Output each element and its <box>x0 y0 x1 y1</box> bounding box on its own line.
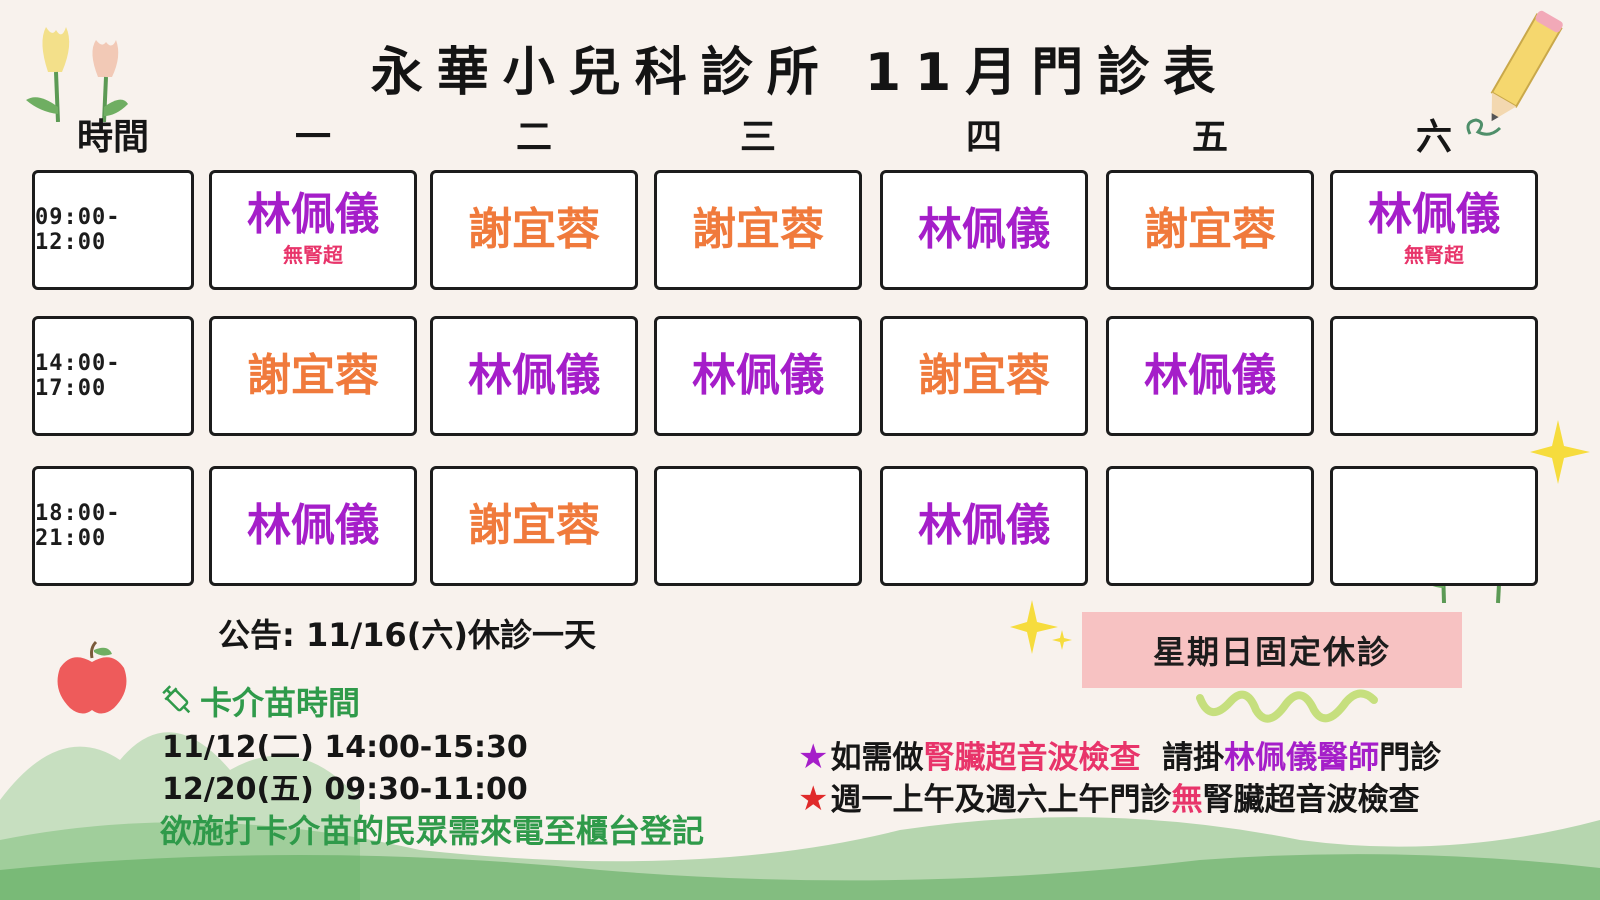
star-icon: ★ <box>798 737 829 777</box>
doctor-name: 謝宜蓉 <box>468 500 600 551</box>
doctor-name: 謝宜蓉 <box>468 204 600 255</box>
time-column-header: 時間 <box>76 117 149 158</box>
holiday-notice: 公告: 11/16(六)休診一天 <box>218 616 596 654</box>
no-ultrasound-note: 無腎超 <box>283 242 343 267</box>
schedule-cell: 謝宜蓉 <box>880 316 1088 436</box>
doctor-name: 林佩儀 <box>468 350 600 401</box>
page-title: 永華小兒科診所 11月門診表 <box>370 43 1230 103</box>
day-header-wed: 三 <box>739 117 776 158</box>
note-text: 腎臟超音波檢查 <box>923 740 1141 776</box>
squiggle-decoration <box>1196 689 1378 723</box>
schedule-cell: 林佩儀 <box>880 170 1088 290</box>
note-text: 門診 <box>1379 740 1442 776</box>
no-ultrasound-note: 無腎超 <box>1404 242 1464 267</box>
doctor-name: 林佩儀 <box>1368 188 1500 240</box>
note-text: 林佩儀醫師 <box>1224 740 1380 776</box>
time-slot-cell: 09:00-12:00 <box>32 170 194 290</box>
note-text: 腎臟超音波檢查 <box>1202 782 1420 818</box>
doctor-name: 林佩儀 <box>247 188 379 240</box>
star-icon: ★ <box>798 779 829 819</box>
sparkle-icon <box>1010 600 1072 654</box>
vaccine-title: 卡介苗時間 <box>160 678 360 724</box>
doctor-name: 謝宜蓉 <box>1144 204 1276 255</box>
schedule-cell: 林佩儀 <box>430 316 638 436</box>
vaccine-title-text: 卡介苗時間 <box>200 684 361 722</box>
time-slot-cell: 14:00-17:00 <box>32 316 194 436</box>
ultrasound-note-line: ★週一上午及週六上午門診無腎臟超音波檢查 <box>798 774 1419 819</box>
schedule-cell: 謝宜蓉 <box>1106 170 1314 290</box>
doctor-name: 謝宜蓉 <box>692 204 824 255</box>
schedule-cell: 林佩儀無腎超 <box>1330 170 1538 290</box>
syringe-icon <box>162 685 191 714</box>
day-header-tue: 二 <box>515 117 552 158</box>
time-slot-cell: 18:00-21:00 <box>32 466 194 586</box>
schedule-cell: 謝宜蓉 <box>209 316 417 436</box>
day-header-fri: 五 <box>1191 117 1228 158</box>
vaccine-time-1: 11/12(二) 14:00-15:30 <box>162 730 528 765</box>
schedule-cell: 謝宜蓉 <box>430 466 638 586</box>
schedule-cell: 林佩儀 <box>1106 316 1314 436</box>
vaccine-time-2: 12/20(五) 09:30-11:00 <box>162 772 528 807</box>
schedule-cell: 林佩儀 <box>209 466 417 586</box>
doctor-name: 謝宜蓉 <box>247 350 379 401</box>
schedule-cell: 謝宜蓉 <box>430 170 638 290</box>
sparkle-icon <box>1530 420 1590 484</box>
schedule-cell <box>1330 316 1538 436</box>
ultrasound-note-line: ★如需做腎臟超音波檢查 請掛林佩儀醫師門診 <box>798 732 1441 777</box>
note-text: 週一上午及週六上午門診 <box>830 782 1172 818</box>
day-header-sat: 六 <box>1415 117 1452 158</box>
pencil-icon <box>1466 10 1563 136</box>
apple-icon <box>57 640 127 714</box>
doctor-name: 林佩儀 <box>247 500 379 551</box>
note-text: 請掛 <box>1140 740 1225 776</box>
schedule-cell: 林佩儀 <box>654 316 862 436</box>
doctor-name: 林佩儀 <box>1144 350 1276 401</box>
schedule-cell: 林佩儀 <box>880 466 1088 586</box>
schedule-cell <box>654 466 862 586</box>
day-header-mon: 一 <box>294 117 331 158</box>
doctor-name: 林佩儀 <box>692 350 824 401</box>
schedule-cell: 林佩儀無腎超 <box>209 170 417 290</box>
day-header-thu: 四 <box>965 117 1002 158</box>
note-text: 如需做 <box>830 740 924 776</box>
note-text: 無 <box>1171 782 1203 818</box>
tulip-icon <box>26 27 128 122</box>
doctor-name: 謝宜蓉 <box>918 350 1050 401</box>
vaccine-registration-note: 欲施打卡介苗的民眾需來電至櫃台登記 <box>160 812 705 850</box>
sunday-closed-badge: 星期日固定休診 <box>1082 612 1462 688</box>
schedule-cell <box>1330 466 1538 586</box>
schedule-cell <box>1106 466 1314 586</box>
schedule-cell: 謝宜蓉 <box>654 170 862 290</box>
doctor-name: 林佩儀 <box>918 500 1050 551</box>
doctor-name: 林佩儀 <box>918 204 1050 255</box>
